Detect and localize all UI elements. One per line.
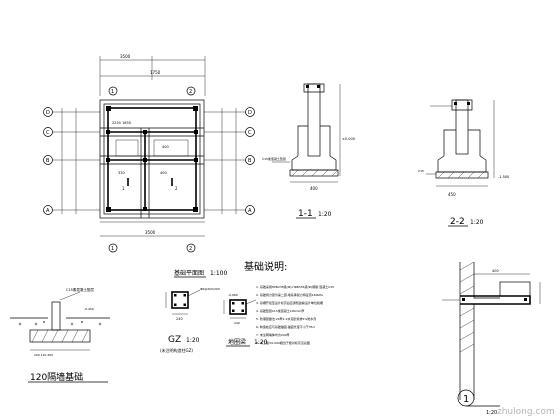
svg-text:400: 400 xyxy=(160,171,167,175)
section2-scale: 1:20 xyxy=(470,219,484,226)
detail-1: 400 1 1:20 xyxy=(442,261,541,416)
section-2-2: 450 -1.500 C15 2-2 1:20 xyxy=(418,99,509,227)
wall-foundation-title: 120隔墙基础 xyxy=(30,371,83,383)
dim-top: 3500 xyxy=(120,54,131,59)
notes-line-4: 4. 基础垫层C15素混凝土100mm厚 xyxy=(256,308,304,313)
watermark: zhulong.com xyxy=(497,407,555,417)
wall-foundation-label: C15素混凝土垫层 xyxy=(66,287,94,292)
axis-2-label: 2 xyxy=(189,246,192,252)
svg-text:C15素混凝土垫层: C15素混凝土垫层 xyxy=(262,156,286,161)
svg-text:2: 2 xyxy=(175,186,178,191)
notes-line-3: 3. 基槽开挖至设计标高后应通知勘察设计单位验槽 xyxy=(256,300,323,305)
section2-title: 2-2 xyxy=(450,217,465,227)
foundation-notes: 基础说明: 1. 基础采用HPB235级(Φ),HRB335级(Φ)钢筋,混凝土… xyxy=(244,260,334,345)
section-1-1: 400 ±0.000 C15素混凝土垫层 1-1 1:20 xyxy=(262,83,355,219)
notes-line-8: 8. 本工程±0.000相当于绝对标高见总图 xyxy=(256,340,310,345)
svg-text:1: 1 xyxy=(122,186,125,191)
section1-scale: 1:20 xyxy=(318,211,332,218)
beam-level: -0.060 xyxy=(228,293,238,297)
section1-grade: ±0.000 xyxy=(342,137,355,141)
svg-text:1750: 1750 xyxy=(150,70,161,75)
detail1-mark: 1 xyxy=(463,394,469,405)
notes-line-7: 7. 未注明墙体均为240厚 xyxy=(256,332,290,337)
axis-2-bubble-bottom xyxy=(186,243,196,253)
notes-line-2: 2. 基础持力层为第二层,地基承载力特征值180kPa xyxy=(256,292,323,297)
detail1-dim: 400 xyxy=(492,269,499,273)
plan-scale: 1:100 xyxy=(210,270,227,277)
svg-text:C15: C15 xyxy=(418,169,424,173)
section2-foot-dim: 450 xyxy=(448,192,456,197)
svg-text:2: 2 xyxy=(189,89,192,95)
dim-bottom: 3500 xyxy=(145,230,156,235)
axis-c-label-right: C xyxy=(248,130,252,136)
axis-1-label: 1 xyxy=(111,246,114,252)
axis-b-label-right: B xyxy=(248,158,252,164)
svg-text:200 120 200: 200 120 200 xyxy=(34,353,53,357)
notes-line-6: 6. 构造柱应与基础锚固,锚固长度不小于35d xyxy=(256,324,315,329)
wall-foundation-detail: C15素混凝土垫层 -0.450 200 120 200 120隔墙基础 xyxy=(10,287,110,383)
axis-d-label-right: D xyxy=(248,110,252,116)
foundation-plan: 3500 1750 1 2 xyxy=(43,54,255,278)
axis-1-bubble-bottom xyxy=(108,243,118,253)
axis-c-label: C xyxy=(46,130,50,136)
axis-d-label: D xyxy=(46,110,50,116)
gz-note: (未注明构造柱GZ) xyxy=(160,347,193,353)
detail1-scale: 1:20 xyxy=(486,410,497,416)
gz-title: GZ xyxy=(168,335,181,345)
svg-text:330: 330 xyxy=(118,171,125,175)
ring-beam-detail: -0.060 240 地圈梁 1:20 xyxy=(223,293,268,347)
gz-detail: Φ6@200/200 240 GZ 1:20 (未注明构造柱GZ) xyxy=(160,287,220,353)
svg-text:240: 240 xyxy=(234,321,240,325)
beam-scale: 1:20 xyxy=(254,339,268,346)
svg-text:1: 1 xyxy=(111,89,114,95)
axis-b-label: B xyxy=(46,158,50,164)
notes-line-1: 1. 基础采用HPB235级(Φ),HRB335级(Φ)钢筋,混凝土C25 xyxy=(256,284,334,289)
section2-grade: -1.500 xyxy=(498,175,509,179)
gz-scale: 1:20 xyxy=(186,337,200,344)
axis-2-bubble-top xyxy=(186,86,196,96)
section1-title: 1-1 xyxy=(298,209,313,219)
svg-text:Φ6@200/200: Φ6@200/200 xyxy=(200,287,220,291)
axis-1-bubble-top xyxy=(108,86,118,96)
section1-foot-dim: 400 xyxy=(310,186,318,191)
wall-foundation-level: -0.450 xyxy=(84,307,94,311)
beam-title: 地圈梁 xyxy=(228,338,246,346)
notes-title: 基础说明: xyxy=(244,260,287,273)
axis-a-label-right: A xyxy=(248,208,252,214)
svg-text:2250 1650: 2250 1650 xyxy=(112,121,131,125)
axis-a-label: A xyxy=(46,208,50,214)
notes-line-5: 5. 防潮层做法:20厚1:2水泥砂浆掺5%防水剂 xyxy=(256,316,316,321)
gz-size: 240 xyxy=(176,317,183,321)
plan-title: 基础平面图 xyxy=(174,269,204,277)
svg-text:400: 400 xyxy=(162,145,169,149)
